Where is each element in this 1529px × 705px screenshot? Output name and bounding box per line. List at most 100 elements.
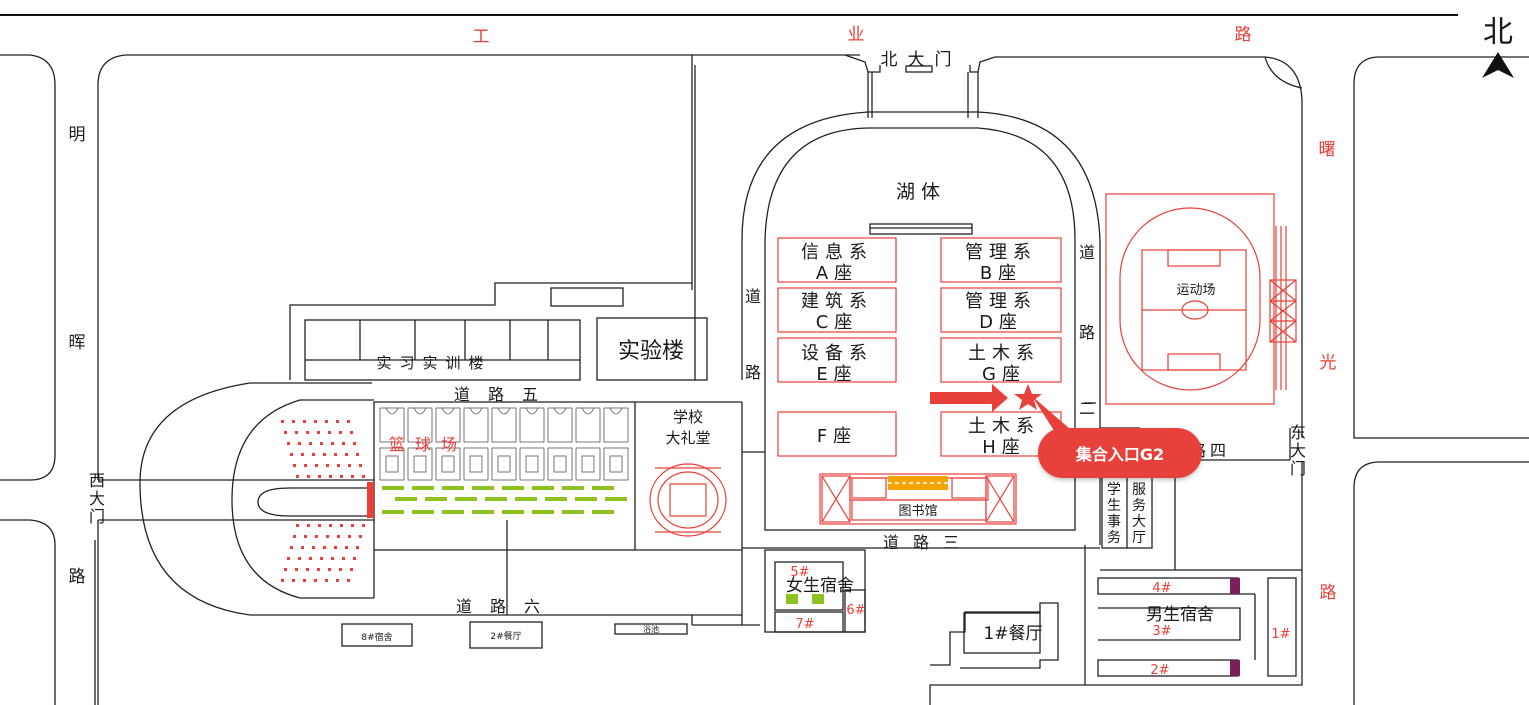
court-arc bbox=[525, 407, 539, 415]
court bbox=[379, 407, 405, 443]
seat-dot bbox=[298, 557, 301, 560]
court bbox=[463, 447, 489, 481]
star-marker bbox=[1014, 384, 1042, 410]
bldg-g bbox=[940, 337, 1062, 383]
bldg-e-name: 设备系 bbox=[801, 343, 873, 364]
right-block-upper bbox=[1353, 56, 1529, 439]
bldg-b bbox=[940, 237, 1062, 283]
seat-dot bbox=[345, 546, 348, 549]
road-left-3: 路 bbox=[69, 567, 86, 587]
road-top-2: 业 bbox=[848, 25, 865, 45]
auditorium-figure bbox=[649, 463, 727, 537]
court-box bbox=[385, 455, 399, 473]
court-box bbox=[413, 455, 427, 473]
court bbox=[491, 407, 517, 443]
road-top-1: 工 bbox=[473, 27, 490, 47]
court bbox=[519, 447, 545, 481]
bldg-a-name: 信息系 bbox=[801, 242, 873, 263]
bench bbox=[562, 510, 584, 514]
seat-dot bbox=[309, 557, 312, 560]
seat-dot bbox=[314, 579, 317, 582]
seat-dot bbox=[318, 524, 321, 527]
bench bbox=[532, 486, 554, 490]
bench bbox=[382, 486, 404, 490]
north-gate-label: 北大门 bbox=[881, 50, 962, 70]
service-hall-1: 服 bbox=[1132, 482, 1146, 498]
lab-small-box bbox=[550, 287, 624, 307]
bench bbox=[425, 497, 447, 501]
west-road-1: 道 bbox=[745, 287, 761, 306]
court-box bbox=[497, 455, 511, 473]
seat-dot bbox=[348, 535, 351, 538]
seat-dot bbox=[304, 535, 307, 538]
bath-label: 浴池 bbox=[643, 624, 659, 634]
seat-dot bbox=[328, 568, 331, 571]
girls-dorm-label: 女生宿舍 bbox=[786, 576, 854, 596]
seat-dot bbox=[328, 431, 331, 434]
bench bbox=[485, 497, 507, 501]
court bbox=[463, 407, 489, 443]
court-arc bbox=[497, 407, 511, 415]
bench bbox=[592, 486, 614, 490]
court-box bbox=[525, 455, 539, 473]
bldg-b-zuo: B座 bbox=[980, 263, 1022, 284]
bldg-c-name: 建筑系 bbox=[801, 291, 873, 312]
dorm4-label: 4# bbox=[1152, 581, 1171, 596]
seat-dot bbox=[281, 420, 284, 423]
seat-dot bbox=[342, 557, 345, 560]
bldg-h-zuo: H座 bbox=[982, 437, 1026, 458]
bldg-f bbox=[777, 411, 897, 457]
seat-dot bbox=[323, 453, 326, 456]
bldg-d-name: 管理系 bbox=[965, 291, 1037, 312]
seat-dot bbox=[296, 475, 299, 478]
seat-dot bbox=[329, 524, 332, 527]
court bbox=[547, 447, 573, 481]
service-hall-2: 务 bbox=[1132, 498, 1146, 514]
court-arc bbox=[385, 407, 399, 415]
training-label: 实习实训楼 bbox=[376, 354, 491, 372]
seat-dot bbox=[340, 524, 343, 527]
court bbox=[435, 447, 461, 481]
seat-dot bbox=[340, 475, 343, 478]
east-road-2: 路 bbox=[1079, 323, 1095, 342]
dorm5-label: 5# bbox=[790, 565, 809, 580]
hu-ti-label: 湖体 bbox=[896, 181, 946, 203]
seat-dot bbox=[303, 579, 306, 582]
court-arc bbox=[581, 407, 595, 415]
bath-box bbox=[614, 623, 688, 635]
east-road-1: 道 bbox=[1079, 243, 1095, 262]
seat-dot bbox=[287, 557, 290, 560]
seat-dot bbox=[296, 524, 299, 527]
seat-dot bbox=[304, 464, 307, 467]
seat-dot bbox=[323, 546, 326, 549]
bench bbox=[455, 497, 477, 501]
girls-dorm-block bbox=[764, 549, 866, 633]
dorm7-label: 7# bbox=[795, 617, 814, 632]
court bbox=[379, 447, 405, 481]
seat-dot bbox=[362, 475, 365, 478]
bldg-f-name: F座 bbox=[817, 426, 857, 447]
bldg-d-zuo: D座 bbox=[979, 312, 1023, 333]
seat-dot bbox=[301, 546, 304, 549]
dorm1-label: 1# bbox=[1271, 627, 1290, 642]
auditorium-line1: 学校 bbox=[673, 408, 703, 426]
lab-building bbox=[596, 317, 708, 381]
seat-dot bbox=[356, 453, 359, 456]
west-road-2: 路 bbox=[745, 363, 761, 382]
east-gate-2: 大 bbox=[1290, 441, 1306, 460]
bench bbox=[562, 486, 584, 490]
bench bbox=[575, 497, 597, 501]
bldg-h-name: 土木系 bbox=[968, 416, 1040, 437]
court-arc bbox=[553, 407, 567, 415]
bldg-c-zuo: C座 bbox=[816, 312, 859, 333]
seat-dot bbox=[325, 579, 328, 582]
court bbox=[407, 447, 433, 481]
court bbox=[491, 447, 517, 481]
seat-dot bbox=[315, 535, 318, 538]
court-arc bbox=[609, 407, 623, 415]
quad-inner bbox=[764, 127, 1076, 531]
bldg-b-name: 管理系 bbox=[965, 242, 1037, 263]
seat-dot bbox=[339, 568, 342, 571]
east-gate-1: 东 bbox=[1290, 423, 1306, 442]
